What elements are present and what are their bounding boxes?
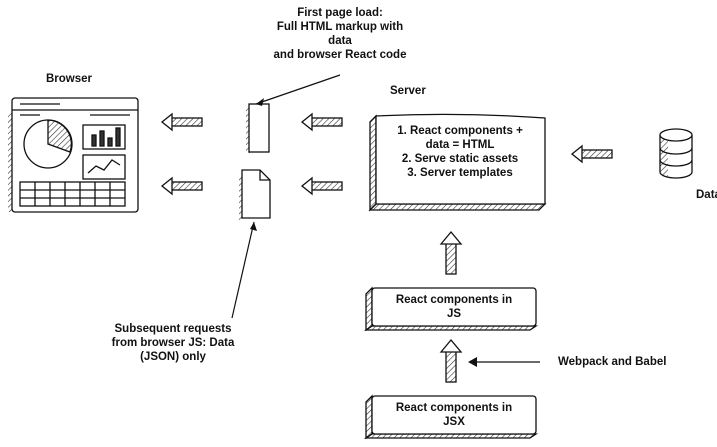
react-jsx-box-text: React components in JSX	[374, 401, 534, 429]
server-label: Server	[390, 85, 426, 97]
arrow-to-browser-2	[160, 176, 203, 196]
browser-label: Browser	[46, 73, 93, 85]
html-document-icon	[246, 103, 270, 153]
subsequent-line-2: from browser JS: Data	[111, 337, 235, 349]
data-label: Data	[696, 189, 717, 201]
first-load-line-1: First page load:	[297, 7, 383, 19]
arrow-jsx-to-js	[439, 338, 463, 383]
react-js-box-text: React components in JS	[374, 293, 534, 321]
server-line-2: data = HTML	[425, 139, 495, 151]
first-load-line-4: and browser React code	[273, 49, 407, 61]
react-js-line-1: React components in	[395, 294, 513, 306]
arrow-to-browser-1	[160, 112, 203, 132]
react-jsx-line-1: React components in	[395, 402, 513, 414]
webpack-babel-label: Webpack and Babel	[558, 356, 667, 368]
arrow-js-to-server	[439, 230, 463, 275]
browser-icon	[8, 97, 139, 213]
server-box-text: 1. React components + data = HTML 2. Ser…	[380, 124, 540, 180]
react-js-box	[363, 286, 539, 332]
first-load-line-2: Full HTML markup with	[276, 21, 404, 33]
callout-line-subsequent	[231, 221, 255, 319]
server-line-4: 3. Server templates	[407, 167, 513, 179]
subsequent-line-3: (JSON) only	[140, 351, 206, 363]
server-line-3: 2. Serve static assets	[401, 153, 519, 165]
arrow-to-json-doc	[300, 176, 343, 196]
react-jsx-box	[363, 394, 539, 440]
json-document-icon	[239, 169, 271, 220]
callout-line-first-load	[255, 74, 341, 105]
database-icon	[659, 128, 693, 179]
first-load-label: First page load: Full HTML markup with d…	[262, 6, 418, 62]
arrow-data-to-server	[570, 144, 613, 164]
react-jsx-line-2: JSX	[443, 416, 465, 428]
server-box	[368, 113, 547, 212]
server-line-1: 1. React components +	[397, 125, 523, 137]
subsequent-line-1: Subsequent requests	[114, 323, 232, 335]
react-js-line-2: JS	[446, 308, 462, 320]
arrow-to-html-doc	[300, 112, 343, 132]
subsequent-requests-label: Subsequent requests from browser JS: Dat…	[96, 322, 250, 364]
first-load-line-3: data	[328, 35, 352, 47]
